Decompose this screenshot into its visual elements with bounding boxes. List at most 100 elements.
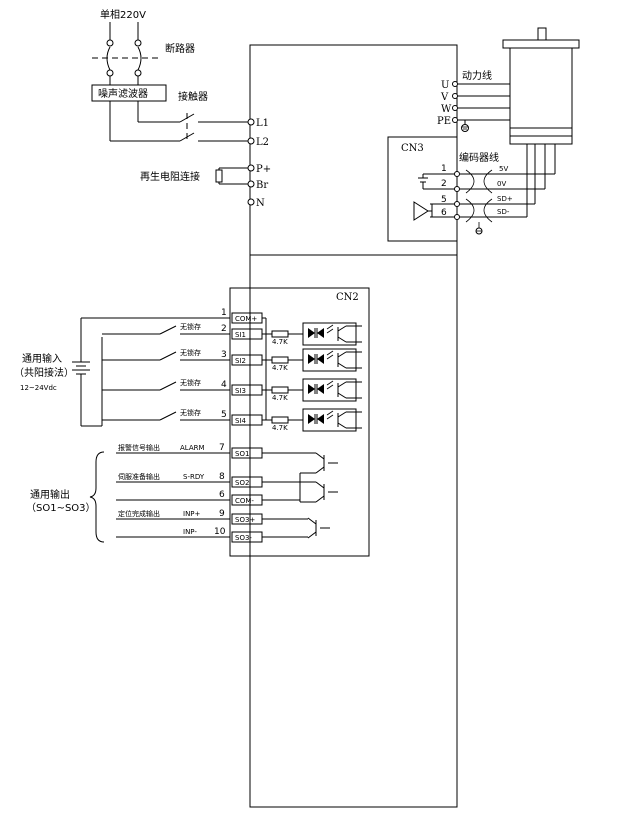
transistor-so2-collector	[315, 481, 325, 489]
contactor-label: 接触器	[178, 90, 208, 103]
breaker-label: 断路器	[165, 42, 195, 55]
svg-text:通用输入: 通用输入	[22, 352, 62, 365]
encoder-cable-label: 编码器线	[459, 151, 499, 164]
light-arrow	[326, 328, 334, 334]
resistor-icon	[271, 330, 289, 338]
cn2-box	[229, 287, 370, 557]
cn3-pins: 1 2 5 6	[430, 164, 460, 220]
svg-text:V: V	[440, 92, 449, 103]
supply-label: 单相220V	[100, 8, 146, 21]
svg-text:Br: Br	[256, 180, 268, 191]
cn2-pin-number: 2	[221, 324, 227, 334]
cn2-pin-number: 5	[221, 410, 227, 420]
light-arrow	[326, 384, 334, 390]
switch-blade	[159, 325, 177, 335]
phototransistor-lead	[337, 422, 347, 429]
main-terminal-l2: L2	[247, 137, 269, 148]
cn2-pin-number: 8	[219, 472, 225, 482]
phototransistor-lead	[337, 381, 347, 388]
switch-label: 无锁存	[180, 408, 201, 417]
dc-source-icon	[72, 361, 90, 375]
phototransistor-lead	[337, 362, 347, 369]
cn3-power-symbol	[418, 173, 430, 190]
cn2-pin-number: 10	[214, 527, 226, 537]
svg-text:U: U	[441, 80, 449, 91]
motor-icon	[502, 27, 580, 145]
cn2-pin-number: 1	[221, 308, 227, 318]
svg-text:6: 6	[441, 208, 447, 218]
switch-blade	[159, 381, 177, 391]
breaker-symbol	[92, 46, 160, 77]
light-arrow	[326, 414, 334, 420]
output-signal: INP-	[183, 528, 197, 536]
cn2-terminal-label: SO1	[235, 450, 249, 458]
switch-blade	[159, 351, 177, 361]
led-icon	[317, 384, 324, 394]
svg-text:5: 5	[441, 195, 447, 205]
cn3-transceiver-icon	[413, 201, 433, 221]
encoder-signal-lines	[460, 144, 556, 235]
resistor-label: 4.7K	[272, 394, 288, 402]
cn2-rows: 1COM+2SI1无锁存4.7K3SI2无锁存4.7K4SI3无锁存4.7K5S…	[102, 308, 362, 543]
cn2-terminal-label: COM+	[235, 315, 257, 323]
main-terminal-n: N	[247, 198, 265, 209]
svg-text:SD+: SD+	[497, 195, 513, 203]
motor-terminals: U V W PE	[437, 80, 510, 127]
svg-text:N: N	[256, 198, 265, 209]
resistor-label: 4.7K	[272, 338, 288, 346]
motor-ground-icon	[461, 120, 469, 132]
encoder-signals: 5V 0V SD+ SD-	[497, 165, 513, 216]
light-arrow	[326, 380, 334, 386]
svg-text:SD-: SD-	[497, 208, 510, 216]
phototransistor-lead	[337, 392, 347, 399]
cn2-pin-number: 7	[219, 443, 225, 453]
svg-text:PE: PE	[437, 116, 451, 127]
phototransistor-lead	[337, 411, 347, 418]
regen-label: 再生电阻连接	[140, 170, 200, 183]
optocoupler-icon	[302, 322, 357, 346]
light-arrow	[326, 324, 334, 330]
transistor-so3-emitter	[307, 531, 317, 539]
cn2-pin-number: 4	[221, 380, 227, 390]
light-arrow	[326, 410, 334, 416]
svg-text:W: W	[441, 104, 452, 115]
transistor-so1-emitter	[315, 466, 325, 474]
led-icon	[308, 328, 315, 338]
output-signal: ALARM	[180, 444, 205, 452]
svg-text:（SO1~SO3）: （SO1~SO3）	[26, 502, 96, 514]
main-terminal-br: Br	[247, 180, 268, 191]
svg-text:12~24Vdc: 12~24Vdc	[20, 384, 57, 392]
main-terminal-p-plus: P+	[247, 164, 271, 175]
svg-text:2: 2	[441, 179, 447, 189]
led-icon	[308, 384, 315, 394]
resistor-label: 4.7K	[272, 364, 288, 372]
svg-text:P+: P+	[256, 164, 271, 175]
output-desc: 定位完成输出	[118, 509, 160, 518]
supply-wires	[106, 22, 142, 47]
cn2-pin-number: 3	[221, 350, 227, 360]
cn2-terminal-label: SO3+	[235, 516, 255, 524]
cn2-title: CN2	[336, 292, 359, 303]
optocoupler-icon	[302, 378, 357, 402]
led-icon	[317, 354, 324, 364]
switch-label: 无锁存	[180, 322, 201, 331]
svg-text:5V: 5V	[499, 165, 508, 173]
noise-filter-box	[91, 84, 167, 102]
light-arrow	[326, 350, 334, 356]
resistor-label: 4.7K	[272, 424, 288, 432]
cn2-terminal-label: SO3-	[235, 534, 252, 542]
led-icon	[308, 354, 315, 364]
phototransistor-lead	[337, 325, 347, 332]
cn2-terminal-label: COM-	[235, 497, 254, 505]
optocoupler-icon	[302, 408, 357, 432]
cn2-terminal-label: SI2	[235, 357, 246, 365]
cn2-pin-number: 9	[219, 509, 225, 519]
svg-text:通用输出: 通用输出	[30, 488, 70, 501]
switch-label: 无锁存	[180, 378, 201, 387]
power-cable-label: 动力线	[462, 69, 492, 82]
phototransistor-lead	[337, 351, 347, 358]
output-brace	[89, 451, 105, 543]
phototransistor-lead	[337, 336, 347, 343]
output-desc: 伺服准备输出	[118, 472, 160, 481]
